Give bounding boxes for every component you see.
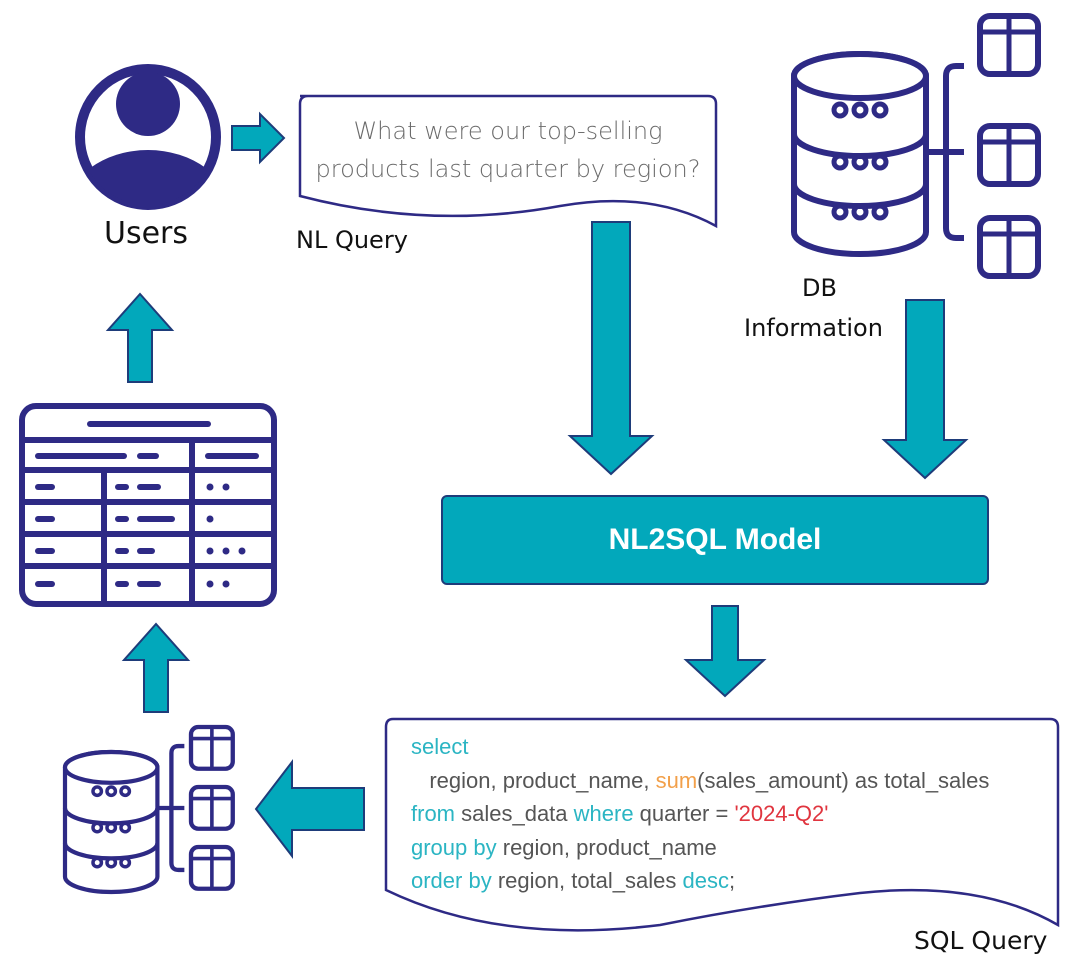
nl-query-line-1: What were our top-selling	[353, 117, 663, 145]
arrow-down-icon	[683, 605, 767, 698]
sql-token: region, product_name,	[411, 767, 656, 793]
nl-query-text: What were our top-selling products last …	[300, 112, 716, 188]
sql-token-kw: select	[411, 734, 469, 759]
sql-token-fn: sum	[655, 767, 698, 793]
tables-icon	[926, 16, 1038, 276]
sql-token-kw: order by	[411, 868, 492, 893]
sql-line: from sales_data where quarter = '2024-Q2…	[411, 797, 989, 831]
sql-token-kw: desc	[682, 868, 729, 893]
arrow-up-icon	[105, 292, 175, 383]
database-result-icon	[65, 752, 157, 892]
arrow-down-icon	[881, 299, 969, 480]
nl-query-label: NL Query	[296, 226, 408, 254]
db-info-label-line2: Information	[744, 314, 883, 342]
sql-token-kw: where	[573, 801, 634, 826]
sql-line: select	[411, 730, 989, 764]
sql-token: (sales_amount) as total_sales	[697, 767, 990, 793]
sql-token: sales_data	[455, 801, 574, 826]
sql-token: region, total_sales	[491, 868, 683, 893]
arrow-up-icon	[121, 622, 191, 713]
database-icon	[794, 54, 926, 254]
sql-query-label: SQL Query	[914, 926, 1048, 955]
result-tables-icon	[157, 727, 233, 889]
sql-token-kw: group by	[411, 834, 497, 860]
user-icon	[75, 64, 221, 210]
nl-query-line-2: products last quarter by region?	[315, 155, 701, 183]
sql-line: order by region, total_sales desc;	[411, 864, 989, 898]
sql-token-str: '2024-Q2'	[734, 801, 829, 826]
sql-token: ;	[728, 868, 736, 893]
sql-query-document	[384, 717, 1060, 932]
sql-token: region, product_name	[496, 834, 717, 860]
arrow-down-icon	[567, 221, 655, 476]
sql-line: group by region, product_name	[411, 831, 989, 865]
sql-line: region, product_name, sum(sales_amount) …	[411, 764, 989, 798]
users-label: Users	[104, 216, 189, 251]
sql-token: quarter =	[633, 801, 735, 826]
sql-token-kw: from	[411, 801, 455, 826]
db-info-label-line1: DB	[802, 274, 837, 302]
nl-query-document	[298, 94, 718, 229]
arrow-left-icon	[254, 759, 365, 859]
nl2sql-model-label: NL2SQL Model	[608, 523, 822, 556]
sql-query-code: select region, product_name, sum(sales_a…	[411, 730, 989, 898]
nl2sql-model-box	[441, 495, 989, 585]
result-table-icon	[19, 403, 277, 607]
arrow-right-icon	[231, 111, 286, 165]
